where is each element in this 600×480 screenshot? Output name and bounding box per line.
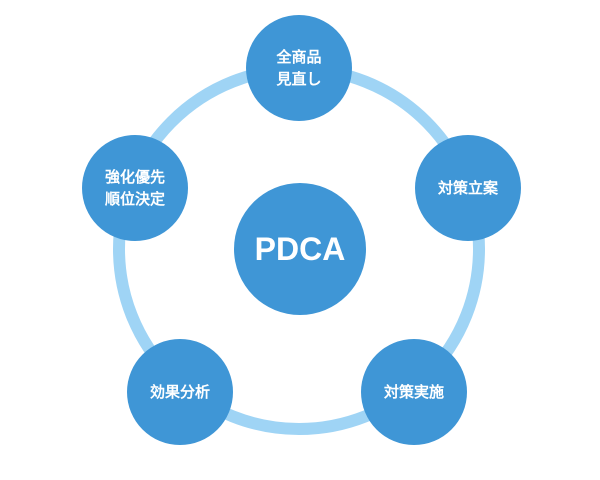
step-node-priority-decision: 強化優先 順位決定 [82, 135, 188, 241]
step-label-line: 強化優先 [104, 168, 165, 186]
step-label-line: 順位決定 [104, 190, 165, 208]
center-node-pdca: PDCA [234, 183, 366, 315]
step-node-effect-analysis: 効果分析 [127, 339, 233, 445]
step-node-implement-measures: 対策実施 [361, 339, 467, 445]
step-node-review-all-products: 全商品 見直し [246, 15, 352, 121]
step-label-line: 効果分析 [149, 383, 210, 401]
step-node-plan-measures: 対策立案 [415, 135, 521, 241]
step-label-line: 見直し [276, 70, 322, 88]
step-label-line: 対策実施 [383, 383, 444, 401]
step-label-line: 全商品 [276, 48, 322, 66]
center-label: PDCA [254, 230, 346, 267]
step-label-line: 対策立案 [437, 179, 498, 197]
